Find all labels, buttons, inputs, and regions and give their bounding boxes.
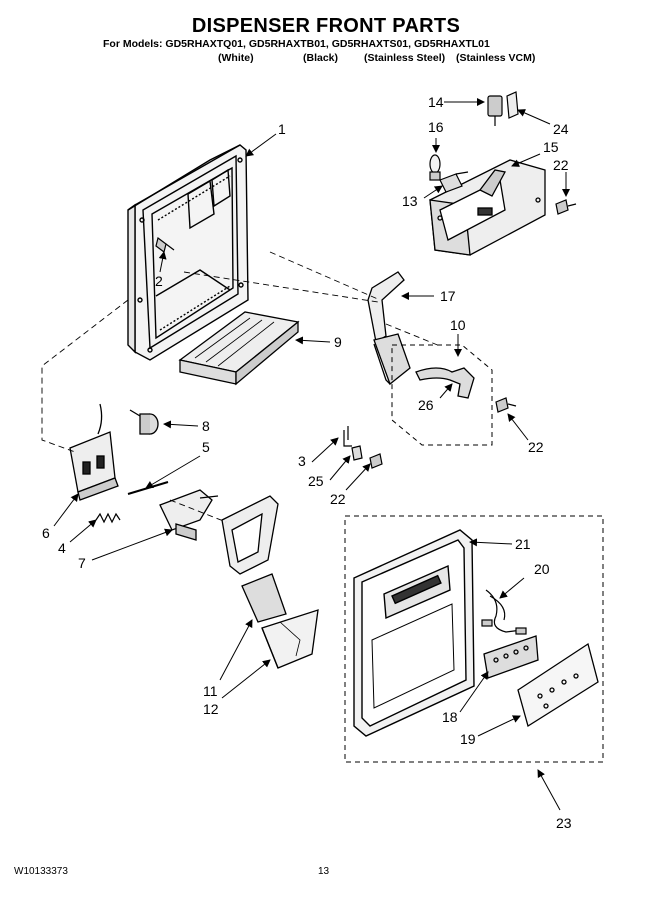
callout-17: 17 bbox=[440, 288, 456, 304]
assembly-lines bbox=[41, 251, 441, 523]
variant-stainless-vcm: (Stainless VCM) bbox=[456, 52, 536, 64]
callout-3: 3 bbox=[298, 453, 306, 469]
page-title: DISPENSER FRONT PARTS bbox=[191, 15, 461, 37]
callout-8: 8 bbox=[202, 418, 210, 434]
part-20-wire-harness bbox=[481, 589, 527, 635]
part-22-screw-center bbox=[369, 453, 383, 469]
part-8-solenoid bbox=[129, 409, 159, 435]
part-12-funnel bbox=[261, 609, 319, 669]
part-5-rod bbox=[127, 481, 169, 495]
callout-13: 13 bbox=[402, 193, 418, 209]
callout-12: 12 bbox=[203, 701, 219, 717]
document-number: W10133373 bbox=[14, 866, 68, 877]
callout-7: 7 bbox=[78, 555, 86, 571]
part-14-switch bbox=[487, 95, 503, 126]
callout-9: 9 bbox=[334, 334, 342, 350]
part-1-dispenser-housing bbox=[127, 144, 249, 361]
callout-23: 23 bbox=[556, 815, 572, 831]
part-10-group-box bbox=[391, 344, 493, 446]
part-24-insulator bbox=[506, 91, 519, 119]
part-9-drip-tray bbox=[178, 311, 300, 386]
part-23-group-box bbox=[344, 515, 604, 763]
callout-14: 14 bbox=[428, 94, 444, 110]
part-22-screw-top bbox=[555, 199, 577, 215]
callout-10: 10 bbox=[450, 317, 466, 333]
callout-1: 1 bbox=[278, 121, 286, 137]
part-22-screw-right bbox=[495, 397, 517, 413]
variant-stainless-steel: (Stainless Steel) bbox=[364, 52, 446, 64]
part-19-control-panel-overlay bbox=[517, 642, 599, 728]
callout-20: 20 bbox=[534, 561, 550, 577]
part-6-gear-motor bbox=[69, 403, 119, 501]
callout-24: 24 bbox=[553, 121, 569, 137]
part-26-lever bbox=[415, 367, 475, 399]
part-3-switch-contact bbox=[343, 426, 352, 447]
part-16-lamp-bulb bbox=[429, 154, 441, 181]
callout-19: 19 bbox=[460, 731, 476, 747]
callout-22-right: 22 bbox=[528, 439, 544, 455]
callout-22-top: 22 bbox=[553, 157, 569, 173]
part-7-ice-door-bracket bbox=[159, 489, 219, 541]
part-11-ice-door bbox=[241, 573, 287, 623]
callout-16: 16 bbox=[428, 119, 444, 135]
callout-4: 4 bbox=[58, 540, 66, 556]
part-4-spring bbox=[95, 512, 121, 524]
callout-labels: 1 2 9 14 24 15 22 16 13 17 10 26 22 8 5 … bbox=[42, 94, 572, 831]
part-13-lamp-socket bbox=[439, 171, 469, 193]
callout-26: 26 bbox=[418, 397, 434, 413]
part-chute-frame bbox=[221, 495, 279, 575]
callout-5: 5 bbox=[202, 439, 210, 455]
part-25-insulator-small bbox=[351, 445, 363, 461]
callout-18: 18 bbox=[442, 709, 458, 725]
page-number: 13 bbox=[318, 866, 330, 877]
callout-arrows bbox=[53, 98, 570, 811]
callout-15: 15 bbox=[543, 139, 559, 155]
callout-11: 11 bbox=[203, 683, 218, 699]
callout-25: 25 bbox=[308, 473, 324, 489]
callout-22-center: 22 bbox=[330, 491, 346, 507]
callout-2: 2 bbox=[155, 273, 163, 289]
part-18-control-board bbox=[483, 635, 539, 679]
models-line: For Models: GD5RHAXTQ01, GD5RHAXTB01, GD… bbox=[103, 38, 490, 50]
callout-6: 6 bbox=[42, 525, 50, 541]
part-21-dispenser-front bbox=[353, 529, 475, 737]
variant-black: (Black) bbox=[303, 52, 339, 64]
callout-21: 21 bbox=[515, 536, 531, 552]
variant-white: (White) bbox=[218, 52, 254, 64]
part-17-ice-paddle-arm bbox=[367, 271, 411, 386]
part-15-control-bracket bbox=[429, 159, 546, 256]
